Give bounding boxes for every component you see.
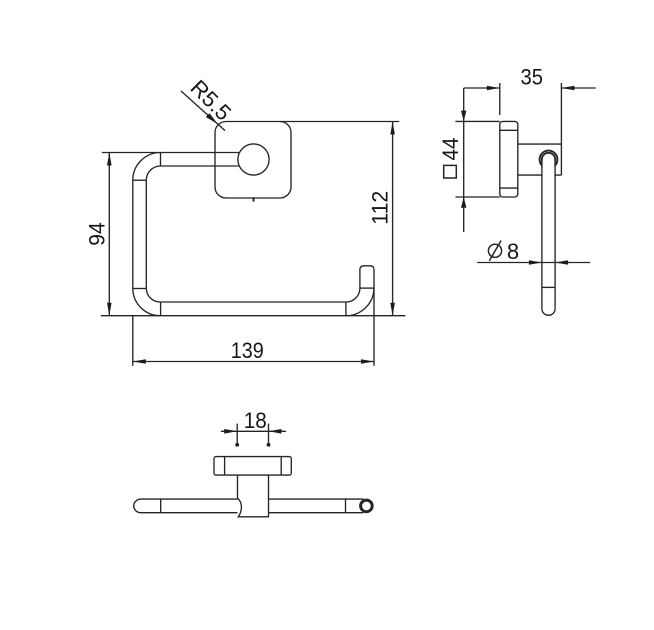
svg-text:18: 18 (244, 408, 267, 433)
svg-text:44: 44 (438, 138, 463, 161)
svg-text:94: 94 (85, 222, 110, 246)
svg-text:8: 8 (507, 239, 519, 264)
svg-text:139: 139 (231, 338, 264, 363)
svg-text:35: 35 (521, 65, 544, 90)
svg-text:112: 112 (368, 191, 393, 225)
